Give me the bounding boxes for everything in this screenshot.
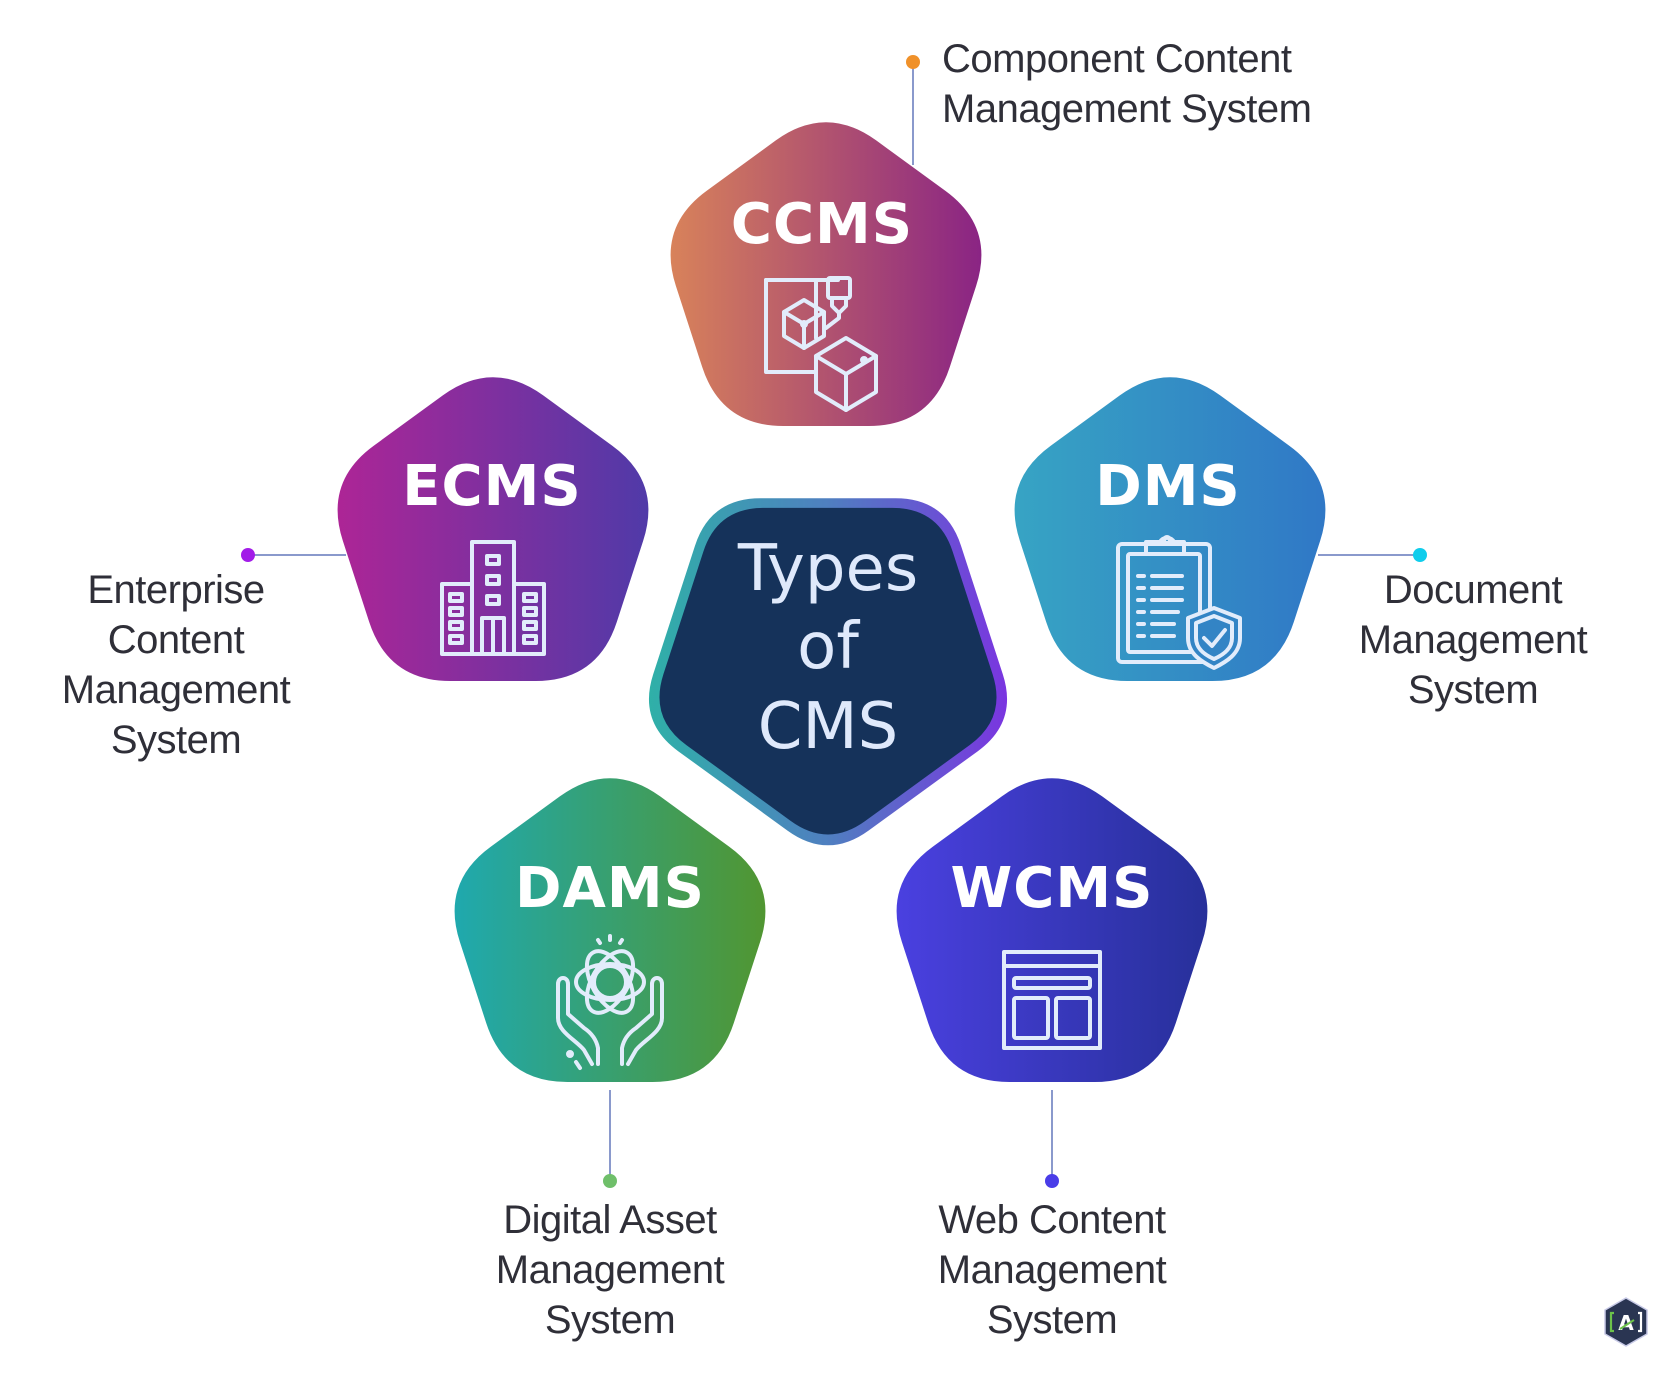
label-dams: Digital Asset Management System	[470, 1195, 750, 1345]
clipboard-shield-icon	[1116, 535, 1242, 670]
abbr-dms: DMS	[1095, 454, 1241, 519]
label-dams-line-1: Digital Asset	[503, 1198, 717, 1242]
connector-dot-dams	[603, 1174, 617, 1188]
label-ecms-line-4: System	[110, 718, 242, 762]
center-title-line-3: CMS	[758, 690, 899, 764]
3d-printer-cube-icon	[764, 276, 878, 412]
label-ecms: Enterprise Content Management System	[36, 565, 316, 765]
label-ccms-line-2: Management System	[942, 87, 1312, 131]
connector-dot-wcms	[1045, 1174, 1059, 1188]
label-dms-line-2: Management	[1358, 618, 1588, 662]
label-ecms-line-2: Content	[107, 618, 245, 662]
label-wcms-line-3: System	[986, 1298, 1118, 1342]
label-ecms-line-1: Enterprise	[87, 568, 265, 612]
label-dms-line-3: System	[1407, 668, 1539, 712]
pentagon-wcms	[896, 778, 1208, 1082]
label-dams-line-3: System	[544, 1298, 676, 1342]
abbr-wcms: WCMS	[951, 856, 1154, 921]
web-layout-icon	[1002, 950, 1102, 1050]
label-dams-line-2: Management	[495, 1248, 725, 1292]
brand-logo-icon: A	[1604, 1297, 1648, 1347]
abbr-ecms: ECMS	[402, 454, 581, 519]
label-dms-line-1: Document	[1383, 568, 1563, 612]
label-wcms: Web Content Management System	[912, 1195, 1192, 1345]
label-wcms-line-1: Web Content	[938, 1198, 1166, 1242]
connector-dot-dms	[1413, 548, 1427, 562]
connectors	[241, 55, 1427, 1188]
connector-dot-ccms	[906, 55, 920, 69]
pentagon-ecms	[337, 377, 649, 681]
pentagon-ccms	[670, 122, 982, 426]
label-ccms-line-1: Component Content	[942, 37, 1292, 81]
label-dms: Document Management System	[1333, 565, 1613, 715]
type-pentagons	[337, 122, 1326, 1082]
pentagon-dams	[454, 778, 766, 1082]
center-title-line-1: Types	[737, 532, 918, 606]
abbr-ccms: CCMS	[731, 192, 913, 257]
label-ccms: Component Content Management System	[942, 34, 1312, 134]
label-wcms-line-2: Management	[937, 1248, 1167, 1292]
center-pentagon: Types of CMS	[648, 498, 1008, 846]
label-ecms-line-3: Management	[61, 668, 291, 712]
connector-dot-ecms	[241, 548, 255, 562]
hands-holding-atom-icon	[556, 934, 664, 1070]
abbr-dams: DAMS	[515, 856, 705, 921]
pentagon-dms	[1014, 377, 1326, 681]
logo-letter: A	[1618, 1311, 1634, 1335]
center-pentagon-fill	[659, 507, 997, 835]
office-building-icon	[440, 540, 546, 656]
center-title-line-2: of	[797, 610, 860, 684]
